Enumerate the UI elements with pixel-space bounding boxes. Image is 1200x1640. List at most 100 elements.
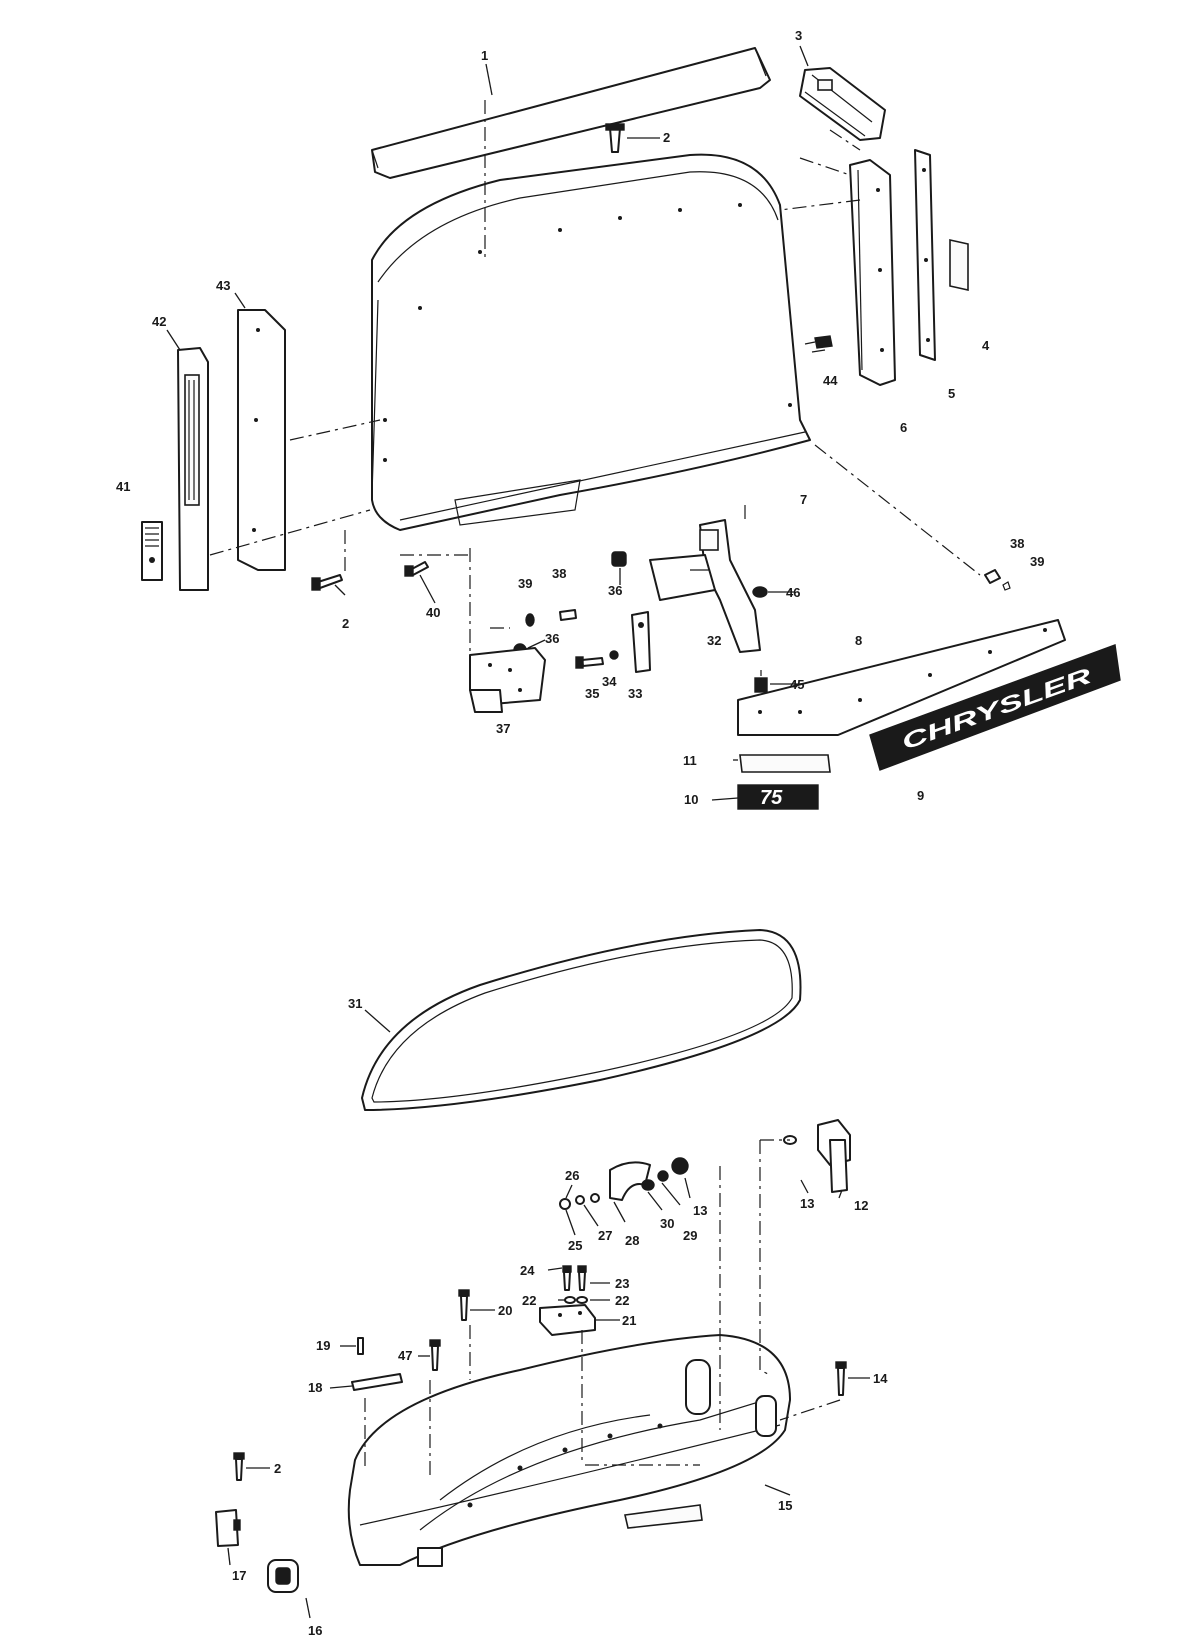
hood-shell [371, 153, 811, 531]
right-outer-plate [914, 149, 936, 361]
side-screw-44 [804, 335, 833, 349]
callout-15: 15 [778, 1498, 792, 1513]
callout-32: 32 [707, 633, 721, 648]
callout-26: 26 [565, 1168, 579, 1183]
pin-19 [357, 1337, 364, 1355]
left-emblem-plate [141, 521, 163, 581]
top-trim-strip [371, 47, 771, 179]
lower-pan-15 [347, 1334, 791, 1567]
callout-22a: 22 [522, 1293, 536, 1308]
upper-assembly-lines [209, 100, 981, 655]
callout-19: 19 [316, 1338, 330, 1353]
lower-pan-assembly: 31 13 12 26 13 30 29 27 28 25 24 23 22 2… [215, 929, 888, 1638]
lower-assembly-lines [364, 1139, 841, 1480]
small-latch-33 [631, 611, 651, 673]
fastener-38-39-center [525, 609, 577, 627]
callout-10: 10 [684, 792, 698, 807]
callout-27: 27 [598, 1228, 612, 1243]
model-75-decal: 75 [737, 784, 819, 810]
washers-22 [564, 1296, 588, 1304]
callout-1: 1 [481, 48, 488, 63]
front-trim-rail [737, 619, 1066, 736]
callout-9: 9 [917, 788, 924, 803]
screw-2-lower [233, 1452, 245, 1481]
callout-42: 42 [152, 314, 166, 329]
callout-2a: 2 [663, 130, 670, 145]
clip-17 [215, 1509, 241, 1547]
hood-seal-gasket [361, 929, 802, 1111]
screw-47 [429, 1339, 441, 1371]
callout-37: 37 [496, 721, 510, 736]
callout-24: 24 [520, 1263, 535, 1278]
callout-2c: 2 [274, 1461, 281, 1476]
callout-35: 35 [585, 686, 599, 701]
callout-41: 41 [116, 479, 130, 494]
callout-31: 31 [348, 996, 362, 1011]
callout-40: 40 [426, 605, 440, 620]
right-side-bracket [849, 159, 896, 386]
small-fasteners-25-30 [559, 1170, 669, 1210]
upper-callouts: 1 2 3 43 42 44 4 5 6 41 7 38 39 38 39 36… [116, 28, 1044, 807]
callout-46: 46 [786, 585, 800, 600]
screw-40 [404, 561, 429, 577]
lower-callouts: 31 13 12 26 13 30 29 27 28 25 24 23 22 2… [232, 996, 888, 1638]
callout-44: 44 [823, 373, 838, 388]
washer-13-center [671, 1157, 689, 1175]
callout-11: 11 [683, 753, 697, 768]
callout-39b: 39 [518, 576, 532, 591]
model-75-decal-text: 75 [760, 787, 783, 809]
hood-screw-top [605, 123, 625, 153]
callout-29: 29 [683, 1228, 697, 1243]
callout-5: 5 [948, 386, 955, 401]
screw-20 [458, 1289, 470, 1321]
latch-plate-21 [539, 1304, 596, 1336]
callout-22b: 22 [615, 1293, 629, 1308]
left-grille-panel [177, 347, 209, 591]
callout-18: 18 [308, 1380, 322, 1395]
hinge-post-12 [817, 1119, 851, 1193]
upper-hood-assembly: CHRYSLER 75 [116, 28, 1121, 810]
callout-38a: 38 [1010, 536, 1024, 551]
callout-7: 7 [800, 492, 807, 507]
callout-38b: 38 [552, 566, 566, 581]
callout-13b: 13 [693, 1203, 707, 1218]
callout-20: 20 [498, 1303, 512, 1318]
callout-16: 16 [308, 1623, 322, 1638]
callout-43: 43 [216, 278, 230, 293]
callout-30: 30 [660, 1216, 674, 1231]
callout-13a: 13 [800, 1196, 814, 1211]
rear-bracket-block [799, 67, 886, 141]
callout-14: 14 [873, 1371, 888, 1386]
small-decal-plate [949, 239, 969, 291]
left-hinge-bracket [469, 647, 546, 713]
nut-46 [752, 586, 768, 598]
callout-25: 25 [568, 1238, 582, 1253]
callout-36b: 36 [545, 631, 559, 646]
callout-28: 28 [625, 1233, 639, 1248]
callout-4: 4 [982, 338, 990, 353]
latch-lever-assembly [649, 519, 761, 653]
plug-45 [754, 670, 768, 693]
lower-leader-lines [227, 1009, 870, 1619]
screw-14 [835, 1361, 847, 1396]
left-rear-panel [237, 309, 286, 571]
callout-6: 6 [900, 420, 907, 435]
callout-23: 23 [615, 1276, 629, 1291]
upper-leader-lines [166, 45, 826, 801]
callout-34: 34 [602, 674, 617, 689]
callout-2b: 2 [342, 616, 349, 631]
callout-45: 45 [790, 677, 804, 692]
trim-plate-11 [739, 754, 831, 773]
hood-screw-left [311, 574, 343, 591]
screw-34-35 [575, 650, 619, 669]
strap-18 [351, 1373, 403, 1391]
callout-33: 33 [628, 686, 642, 701]
callout-12: 12 [854, 1198, 868, 1213]
callout-21: 21 [622, 1313, 636, 1328]
callout-17: 17 [232, 1568, 246, 1583]
callout-36a: 36 [608, 583, 622, 598]
grommet-36-center [611, 551, 627, 567]
grommet-16 [267, 1559, 299, 1593]
callout-3: 3 [795, 28, 802, 43]
